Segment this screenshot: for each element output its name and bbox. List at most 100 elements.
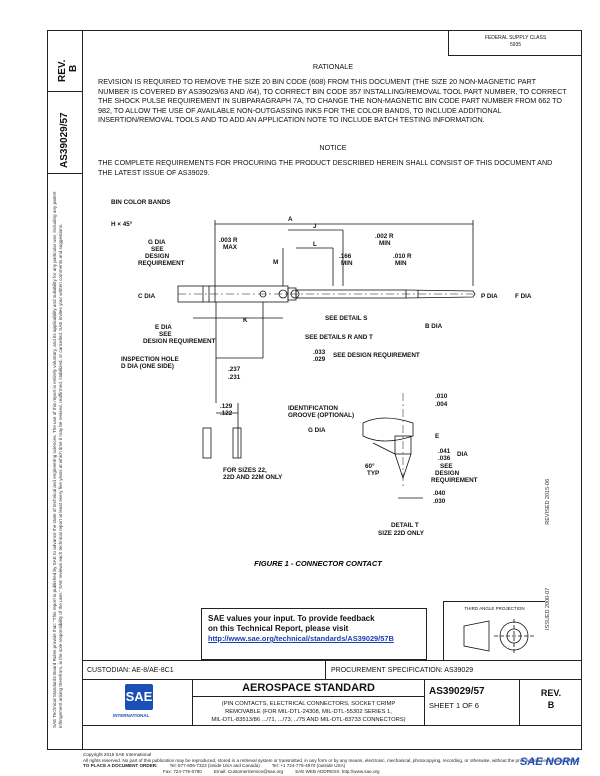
- lbl-231: .231: [228, 374, 241, 381]
- angle-line: [372, 442, 396, 455]
- notice-text: THE COMPLETE REQUIREMENTS FOR PROCURING …: [98, 158, 553, 177]
- lbl-ident2: GROOVE (OPTIONAL): [288, 412, 354, 419]
- lbl-see3: SEE: [440, 463, 453, 470]
- lbl-h45: H × 45°: [111, 220, 133, 228]
- lbl-see-design-req: SEE DESIGN REQUIREMENT: [333, 352, 420, 359]
- inspection-hole: [259, 290, 267, 298]
- lbl-d-dia: D DIA (ONE SIDE): [121, 363, 174, 370]
- lbl-041: .041: [438, 448, 451, 455]
- lbl-029: .029: [313, 356, 326, 363]
- feedback-line1: SAE values your input. To provide feedba…: [208, 614, 375, 623]
- lbl-detail-t: DETAIL T: [391, 522, 419, 529]
- lbl-design3: DESIGN: [435, 470, 460, 477]
- lbl-036: .036: [438, 455, 451, 462]
- lbl-design: DESIGN: [145, 253, 170, 260]
- sae-logo: SAE: [125, 684, 153, 710]
- title-block: CUSTODIAN: AE-8/AE-8C1 PROCUREMENT SPECI…: [83, 660, 582, 750]
- rev-value: B: [68, 64, 79, 72]
- feedback-box: SAE values your input. To provide feedba…: [201, 608, 427, 660]
- lbl-166: .166: [339, 253, 352, 260]
- lbl-129: .129: [220, 403, 233, 410]
- detail-t-tip: [394, 453, 412, 480]
- federal-class-label: FEDERAL SUPPLY CLASS: [484, 35, 547, 41]
- lbl-010: .010 R: [393, 253, 412, 260]
- lbl-010b: .010: [435, 393, 448, 400]
- lbl-l: L: [313, 241, 317, 248]
- small-detail-left: [202, 427, 212, 459]
- lbl-c-dia: C DIA: [138, 293, 156, 300]
- footer-web: SAE WEB ADDRESS: http://www.sae.org: [295, 768, 380, 774]
- doc-number: AS39029/57: [429, 686, 485, 697]
- doc-number-cell: AS39029/57 SHEET 1 OF 6: [425, 680, 520, 725]
- rev-left-text: REV. B: [57, 60, 79, 82]
- footer-tel: Tel: 877-606-7323 (inside USA and Canada…: [169, 763, 260, 769]
- notice-section: NOTICE THE COMPLETE REQUIREMENTS FOR PRO…: [98, 143, 568, 177]
- custodian: CUSTODIAN: AE-8/AE-8C1: [87, 667, 174, 674]
- footer-email: Email: CustomerService@sae.org: [213, 768, 284, 774]
- lbl-typ: TYP: [367, 470, 379, 477]
- lbl-g-dia: G DIA: [148, 239, 166, 246]
- footer-fax: Fax: 724-776-0790: [163, 768, 202, 774]
- footer-copyright: Copyright 2015 SAE International: [83, 752, 152, 757]
- projection-symbol: [463, 619, 534, 653]
- lbl-ident: IDENTIFICATION: [288, 405, 338, 412]
- lbl-f-dia: F DIA: [515, 293, 532, 300]
- lbl-002: .002 R: [375, 233, 394, 240]
- lbl-e-dia: E DIA: [155, 324, 172, 331]
- lbl-g-dia2: G DIA: [308, 427, 326, 434]
- lbl-004: .004: [435, 401, 448, 408]
- sae-logo-cell: SAE INTERNATIONAL: [83, 680, 193, 725]
- lbl-see-detail-s: SEE DETAIL S: [325, 315, 367, 322]
- lbl-for-sizes2: 22D AND 22M ONLY: [223, 474, 283, 481]
- lbl-dia: DIA: [457, 451, 468, 458]
- rationale-section: RATIONALE REVISION IS REQUIRED TO REMOVE…: [98, 62, 568, 124]
- lbl-040: .040: [433, 490, 446, 497]
- contact-pin: [295, 289, 407, 299]
- lbl-122: .122: [220, 410, 233, 417]
- detail-rt-circle: [290, 289, 300, 299]
- feedback-url-link[interactable]: http://www.sae.org/technical/standards/A…: [208, 634, 394, 643]
- title-block-row2: SAE INTERNATIONAL AEROSPACE STANDARD (PI…: [83, 680, 582, 726]
- title-block-row1: CUSTODIAN: AE-8/AE-8C1 PROCUREMENT SPECI…: [83, 660, 582, 680]
- standard-title: AEROSPACE STANDARD: [242, 682, 375, 694]
- tb-rev-label: REV.: [540, 688, 562, 698]
- lbl-60: 60°: [365, 462, 375, 470]
- standard-title-cell: AEROSPACE STANDARD (PIN CONTACTS, ELECTR…: [193, 680, 425, 725]
- lbl-size-22d: SIZE 22D ONLY: [378, 530, 425, 537]
- lbl-requirement3: REQUIREMENT: [431, 477, 478, 484]
- detail-t-shaft: [394, 435, 412, 455]
- lbl-min: MIN: [379, 240, 391, 247]
- sae-norm-watermark: SAE NORM: [520, 756, 580, 768]
- lbl-bin-color-bands: BIN COLOR BANDS: [111, 199, 170, 206]
- lbl-requirement: REQUIREMENT: [138, 260, 185, 267]
- left-margin-text: SAE Technical Standards Board Rules prov…: [52, 191, 63, 728]
- rationale-text: REVISION IS REQUIRED TO REMOVE THE SIZE …: [98, 77, 567, 125]
- rev-label: REV.: [57, 59, 68, 82]
- lbl-003: .003 R: [219, 237, 238, 244]
- lbl-m: M: [273, 259, 278, 266]
- connector-contact-drawing: BIN COLOR BANDS H × 45° A J L M K G DIA …: [111, 199, 532, 568]
- lbl-033: .033: [313, 349, 326, 356]
- figure-caption: FIGURE 1 - CONNECTOR CONTACT: [254, 559, 383, 568]
- pin-tip: [405, 289, 476, 299]
- notice-title: NOTICE: [319, 143, 347, 152]
- tb-rev-value: B: [547, 700, 555, 710]
- lbl-see: SEE: [151, 246, 164, 253]
- federal-class-code: 5935: [509, 42, 522, 48]
- sae-sub: INTERNATIONAL: [113, 713, 150, 718]
- footer-rights: All rights reserved. No part of this pub…: [83, 757, 580, 763]
- doc-number-left: AS39029/57: [59, 112, 70, 168]
- lbl-k: K: [243, 317, 248, 324]
- lbl-a: A: [288, 216, 293, 223]
- lbl-design-req2: DESIGN REQUIREMENT: [143, 338, 216, 345]
- lbl-p-dia: P DIA: [481, 293, 498, 300]
- custodian-cell: CUSTODIAN: AE-8/AE-8C1: [83, 661, 326, 679]
- third-angle-label: THIRD ANGLE PROJECTION: [464, 606, 525, 611]
- lbl-min2: MIN: [341, 260, 353, 267]
- procurement-spec: PROCUREMENT SPECIFICATION: AS39029: [331, 667, 474, 674]
- lbl-237: .237: [228, 366, 241, 373]
- small-detail-right: [232, 427, 242, 459]
- left-column: [47, 30, 83, 750]
- footer-order: TO PLACE A DOCUMENT ORDER:: [83, 763, 158, 769]
- rev-box-left: REV. B: [47, 30, 83, 92]
